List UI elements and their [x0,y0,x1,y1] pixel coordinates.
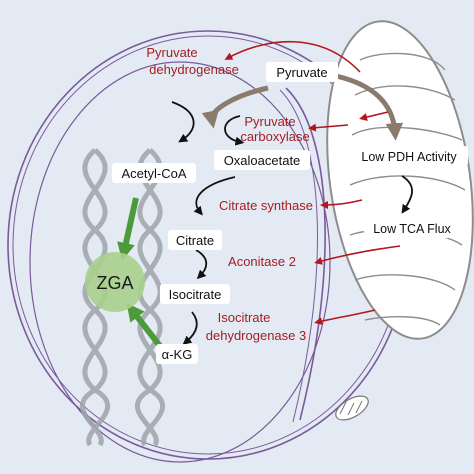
carboxylase-enzyme-label-line2: carboxylase [240,129,309,144]
acetylcoa-label: Acetyl-CoA [121,166,186,181]
low-tca-bg [364,218,460,238]
mitochondrion [326,20,474,340]
citrate-to-isocitrate-arrow [195,249,208,280]
pyruvate-label: Pyruvate [276,65,327,80]
zga-circle [85,252,145,312]
nucleus-membrane [29,61,331,463]
dna-helix-right [134,148,166,447]
isocitrate-bg [160,284,230,304]
akg-label: α-KG [162,347,193,362]
akg-bg [156,344,198,364]
zga-label: ZGA [96,273,133,293]
red-arrow-short-top [359,111,389,121]
green-arrow-acetylcoa-zga [117,197,139,261]
low-pdh-bg [350,146,468,166]
pyruvate-bg [266,62,338,82]
red-arrow-to-carboxylase [308,123,349,132]
red-arrow-to-aconitase [314,245,401,265]
red-arrow-to-pdh [224,40,361,73]
pdh-to-tca-arrow [401,175,413,214]
isocitrate-dh-label-line1: Isocitrate [218,310,271,325]
dna-helix-left [79,148,111,447]
carboxylase-curve-arrow [224,115,245,146]
pdh-enzyme-label-line2: dehydrogenase [149,62,239,77]
citrate-bg [168,230,222,250]
green-arrow-akg-zga [126,302,163,348]
red-arrow-to-citrate-synthase [320,199,363,209]
acetylcoa-oxaloacetate-to-citrate-arrow [193,176,236,216]
isocitrate-to-akg-arrow [182,311,198,345]
pyruvate-to-mito-arrow [335,73,404,141]
aconitase-label: Aconitase 2 [228,254,296,269]
citrate-label: Citrate [176,233,214,248]
pyruvate-to-carboxylase-arrow [201,85,269,129]
isocitrate-label: Isocitrate [169,287,222,302]
red-arrow-to-isocitrate-dh [314,309,376,325]
low-pdh-label: Low PDH Activity [361,150,457,164]
small-mitochondrion [335,395,369,421]
acetylcoa-bg [112,163,196,183]
pdh-to-acetylcoa-arrow [171,101,195,143]
citrate-synthase-label: Citrate synthase [219,198,313,213]
carboxylase-enzyme-label-line1: Pyruvate [244,114,295,129]
pdh-enzyme-label-line1: Pyruvate [146,45,197,60]
oxaloacetate-bg [214,150,310,170]
low-tca-label: Low TCA Flux [373,222,451,236]
isocitrate-dh-label-line2: dehydrogenase 3 [206,328,306,343]
oxaloacetate-label: Oxaloacetate [224,153,301,168]
